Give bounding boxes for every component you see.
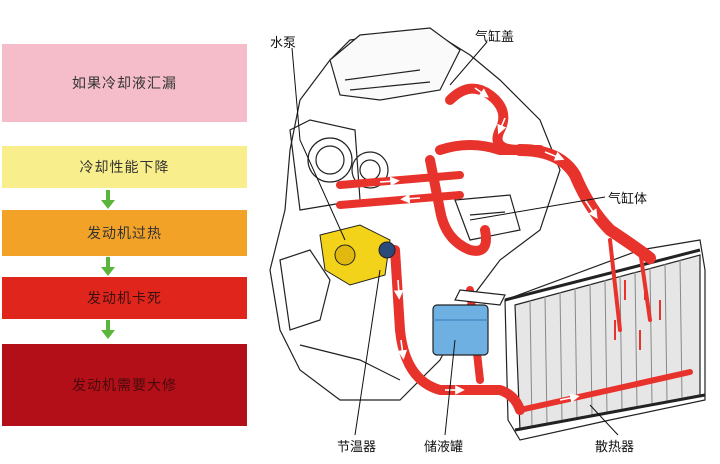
step-cooling-drop-text: 冷却性能下降	[79, 160, 170, 176]
step-overheat-text: 发动机过热	[87, 226, 162, 242]
chain-arrow-2	[101, 257, 115, 277]
label-water-pump: 水泵	[270, 36, 297, 51]
label-reservoir: 储液罐	[424, 440, 464, 455]
step-overhaul: 发动机需要大修	[2, 344, 247, 426]
chain-arrow-3	[101, 320, 115, 340]
step-overheat: 发动机过热	[2, 210, 247, 256]
step-coolant-leak: 如果冷却液汇漏	[2, 44, 247, 122]
label-cylinder-block: 气缸体	[608, 192, 648, 207]
step-coolant-leak-text: 如果冷却液汇漏	[72, 76, 177, 92]
radiator	[504, 239, 706, 441]
radiator-flow-arrows	[614, 280, 661, 350]
label-thermostat: 节温器	[337, 440, 377, 455]
engine-cooling-diagram	[269, 27, 706, 441]
flow-arrows	[379, 87, 598, 403]
step-overhaul-text: 发动机需要大修	[72, 378, 177, 394]
engine-block	[269, 27, 561, 401]
label-cylinder-head: 气缸盖	[475, 30, 515, 45]
chain-arrow-1	[101, 190, 115, 210]
label-radiator: 散热器	[595, 440, 635, 455]
coolant-hoses	[336, 83, 693, 415]
step-seizure: 发动机卡死	[2, 277, 247, 319]
consequence-chain: 如果冷却液汇漏 冷却性能下降 发动机过热 发动机卡死 发动机需要大修	[0, 0, 260, 464]
reservoir	[432, 289, 506, 356]
step-cooling-drop: 冷却性能下降	[2, 146, 247, 188]
water-pump	[319, 224, 396, 286]
step-seizure-text: 发动机卡死	[87, 291, 162, 307]
leader-lines	[291, 41, 619, 436]
